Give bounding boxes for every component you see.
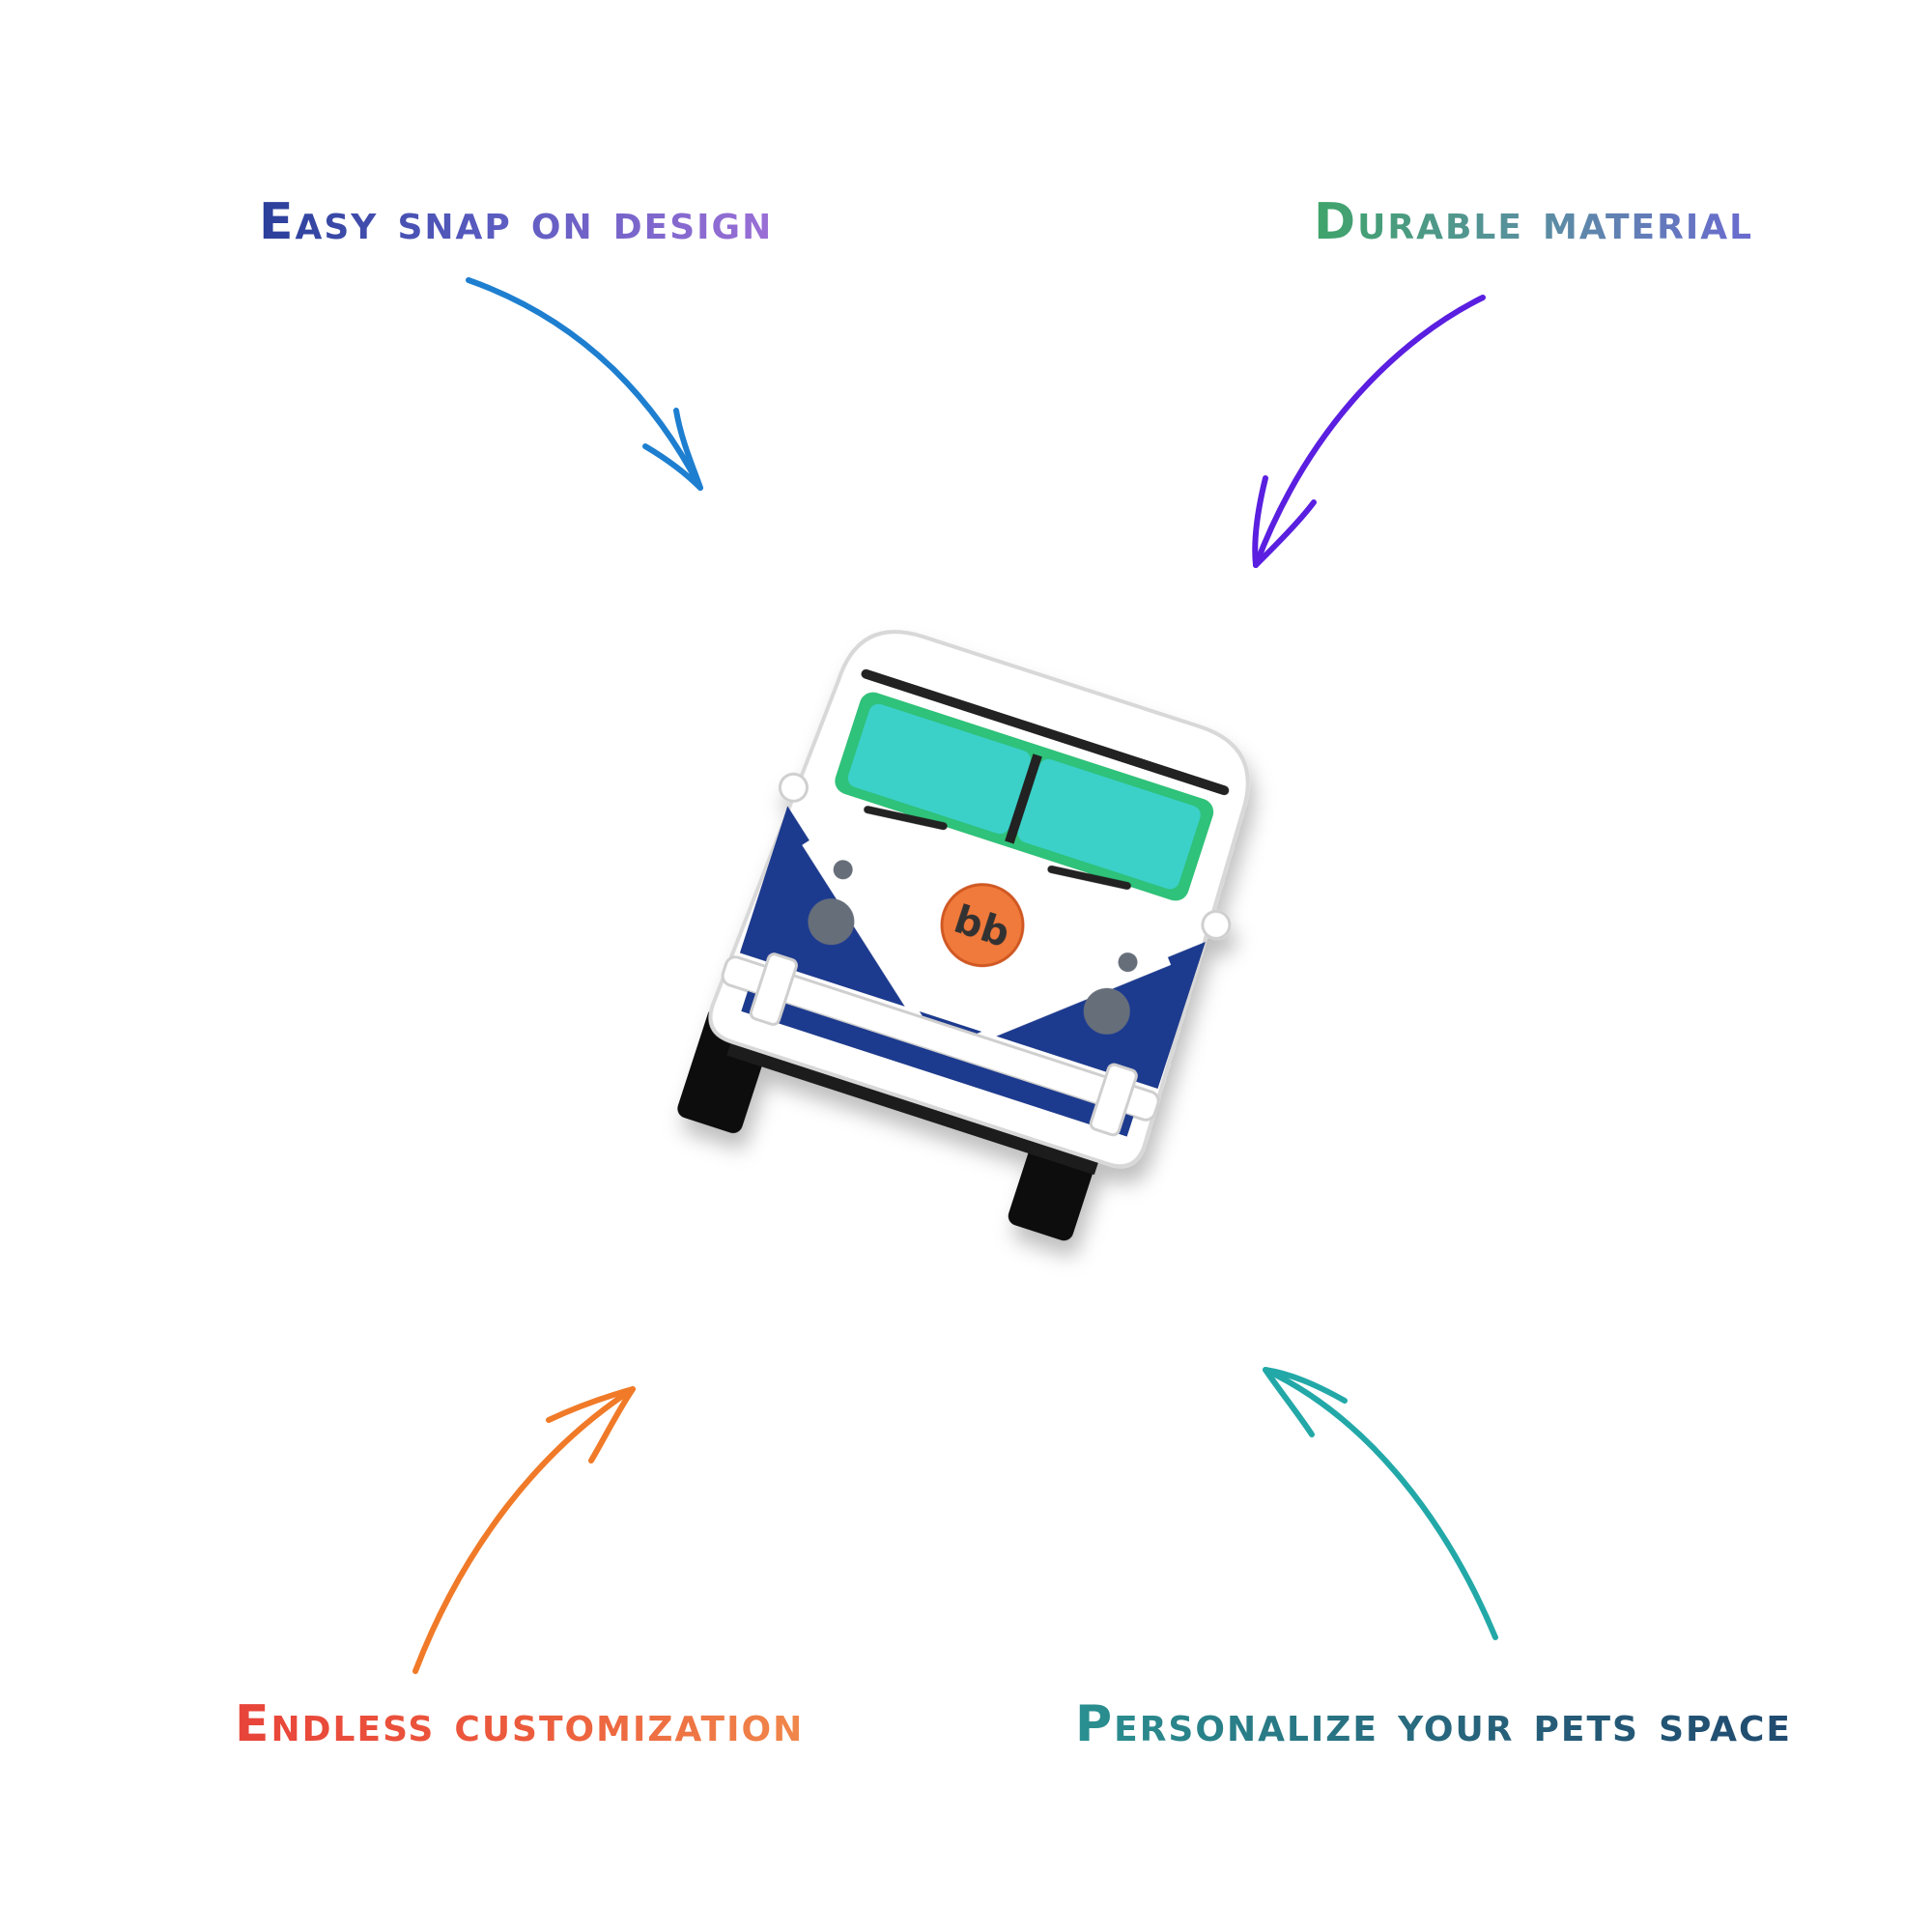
left-window — [847, 703, 1031, 835]
right-window — [1017, 758, 1201, 890]
arrow-top-left-icon — [466, 277, 703, 491]
feature-endless-customization: Endless customization — [235, 1695, 805, 1753]
arrow-bottom-right-icon — [1263, 1367, 1498, 1640]
feature-easy-snap: Easy snap on design — [259, 193, 774, 251]
arrow-top-right-icon — [1252, 295, 1486, 568]
bb-logo-icon — [940, 883, 1025, 968]
left-headlight — [808, 898, 855, 946]
feature-durable-material: Durable material — [1314, 193, 1754, 251]
feature-personalize-space: Personalize your pets space — [1075, 1695, 1792, 1753]
right-headlight — [1083, 987, 1130, 1035]
arrow-bottom-left-icon — [412, 1386, 636, 1674]
